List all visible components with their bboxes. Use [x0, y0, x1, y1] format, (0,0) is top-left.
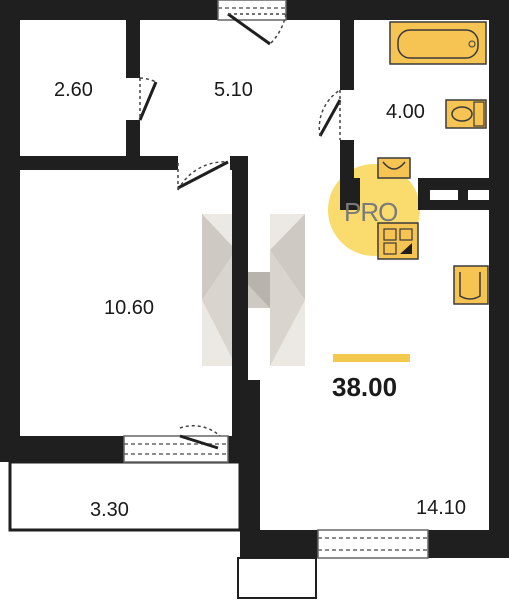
windows — [123, 0, 429, 559]
total-area: 38.00 — [332, 372, 398, 402]
room-area-storage: 2.60 — [54, 79, 93, 101]
total-area-accent-bar — [333, 354, 410, 362]
bathroom-sink-icon — [377, 157, 411, 179]
room-area-balcony: 3.30 — [90, 499, 129, 521]
walls — [0, 0, 509, 558]
stove-icon — [377, 222, 419, 260]
kitchen-sink-icon — [453, 265, 489, 305]
room-area-bathroom: 4.00 — [386, 101, 425, 123]
toilet-icon — [445, 99, 487, 129]
door-swings — [138, 12, 342, 450]
room-area-bedroom: 10.60 — [104, 297, 155, 319]
pro-badge-text: PRO — [344, 197, 398, 227]
room-area-kitchen-living: 14.10 — [416, 497, 467, 519]
watermark-logo — [202, 214, 305, 366]
room-area-hallway: 5.10 — [214, 79, 253, 101]
bathtub-icon — [389, 21, 487, 65]
